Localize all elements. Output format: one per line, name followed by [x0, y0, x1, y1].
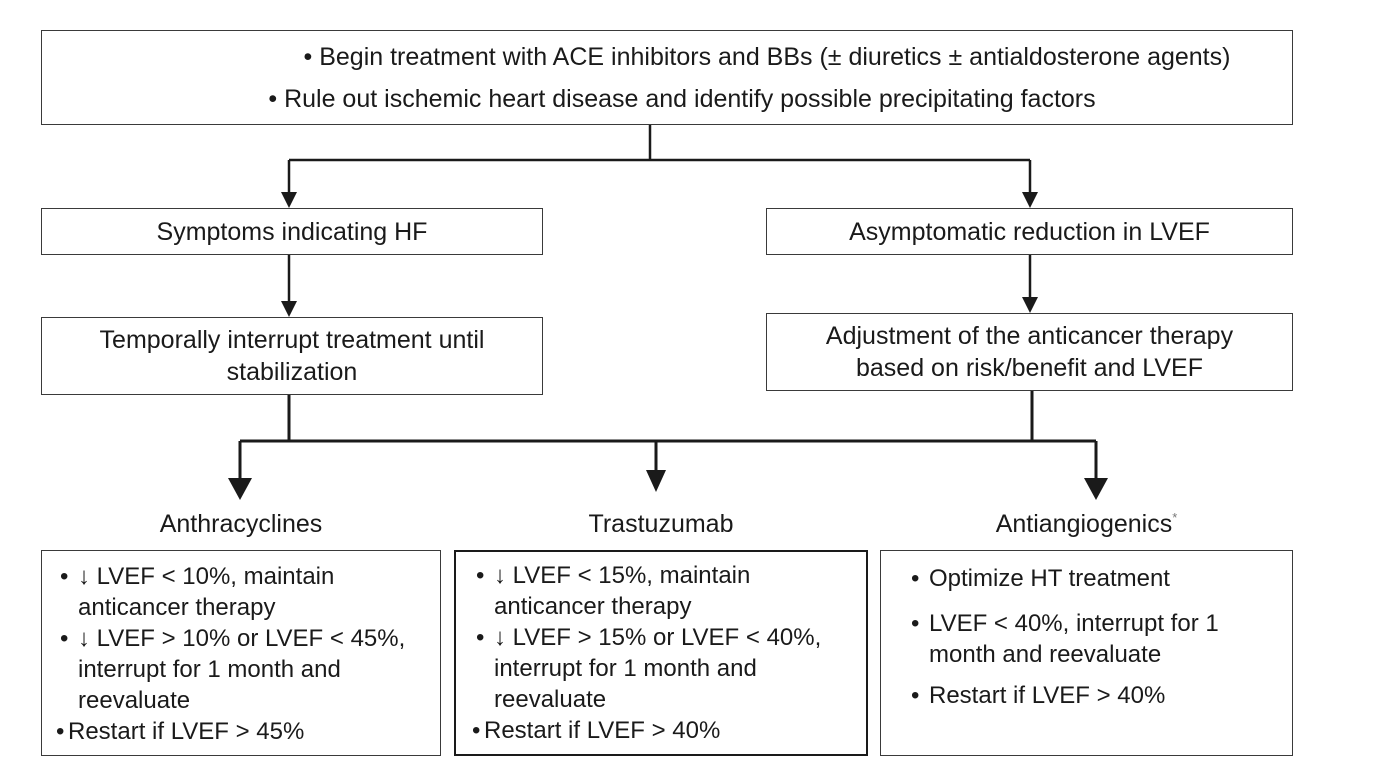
arrowhead-asymptomatic-to-adjust — [1022, 297, 1038, 313]
list-item: •Restart if LVEF > 45% — [56, 718, 305, 745]
interrupt-treatment-label: Temporally interrupt treatment until sta… — [99, 326, 485, 386]
list-item: •Restart if LVEF > 40% — [911, 682, 1166, 709]
list-item: •↓ LVEF > 15% or LVEF < 40%, interrupt f… — [476, 624, 822, 713]
antiangiogenics-list: •Optimize HT treatment •LVEF < 40%, inte… — [909, 563, 1292, 711]
anthracyclines-list: •↓ LVEF < 10%, maintain anticancer thera… — [56, 561, 440, 747]
trastuzumab-list: •↓ LVEF < 15%, maintain anticancer thera… — [472, 560, 866, 746]
list-item: •LVEF < 40%, interrupt for 1 month and r… — [911, 610, 1219, 668]
arrowhead-to-symptoms — [281, 192, 297, 208]
list-item: •Optimize HT treatment — [911, 565, 1170, 592]
symptoms-hf-box: Symptoms indicating HF — [41, 208, 543, 255]
interrupt-treatment-box: Temporally interrupt treatment until sta… — [41, 317, 543, 395]
anthracyclines-heading: Anthracyclines — [159, 510, 323, 538]
list-item: •↓ LVEF < 15%, maintain anticancer thera… — [476, 562, 751, 620]
arrowhead-to-asymptomatic — [1022, 192, 1038, 208]
list-item: •↓ LVEF > 10% or LVEF < 45%, interrupt f… — [60, 625, 406, 714]
asymptomatic-lvef-box: Asymptomatic reduction in LVEF — [766, 208, 1293, 255]
arrowhead-to-anthracyclines — [228, 478, 252, 500]
trastuzumab-box: •↓ LVEF < 15%, maintain anticancer thera… — [454, 550, 868, 756]
arrowhead-symptoms-to-interrupt — [281, 301, 297, 317]
antiangiogenics-heading: Antiangiogenics* — [995, 510, 1178, 538]
asymptomatic-lvef-label: Asymptomatic reduction in LVEF — [849, 217, 1210, 246]
list-item: •↓ LVEF < 10%, maintain anticancer thera… — [60, 563, 335, 621]
rule-out-line: • Rule out ischemic heart disease and id… — [268, 84, 1096, 113]
arrowhead-to-antiangiogenics — [1084, 478, 1108, 500]
symptoms-hf-label: Symptoms indicating HF — [156, 217, 428, 246]
list-item: •Restart if LVEF > 40% — [472, 717, 721, 744]
footnote-mark: * — [1172, 510, 1178, 525]
antiangiogenics-box: •Optimize HT treatment •LVEF < 40%, inte… — [880, 550, 1293, 756]
trastuzumab-heading: Trastuzumab — [588, 510, 734, 538]
initial-treatment-line: • Begin treatment with ACE inhibitors an… — [303, 42, 1231, 71]
initial-treatment-box: • Begin treatment with ACE inhibitors an… — [41, 30, 1293, 125]
anthracyclines-box: •↓ LVEF < 10%, maintain anticancer thera… — [41, 550, 441, 756]
adjust-therapy-box: Adjustment of the anticancer therapy bas… — [766, 313, 1293, 391]
adjust-therapy-label: Adjustment of the anticancer therapy bas… — [825, 322, 1234, 382]
arrowhead-to-trastuzumab — [646, 470, 666, 492]
